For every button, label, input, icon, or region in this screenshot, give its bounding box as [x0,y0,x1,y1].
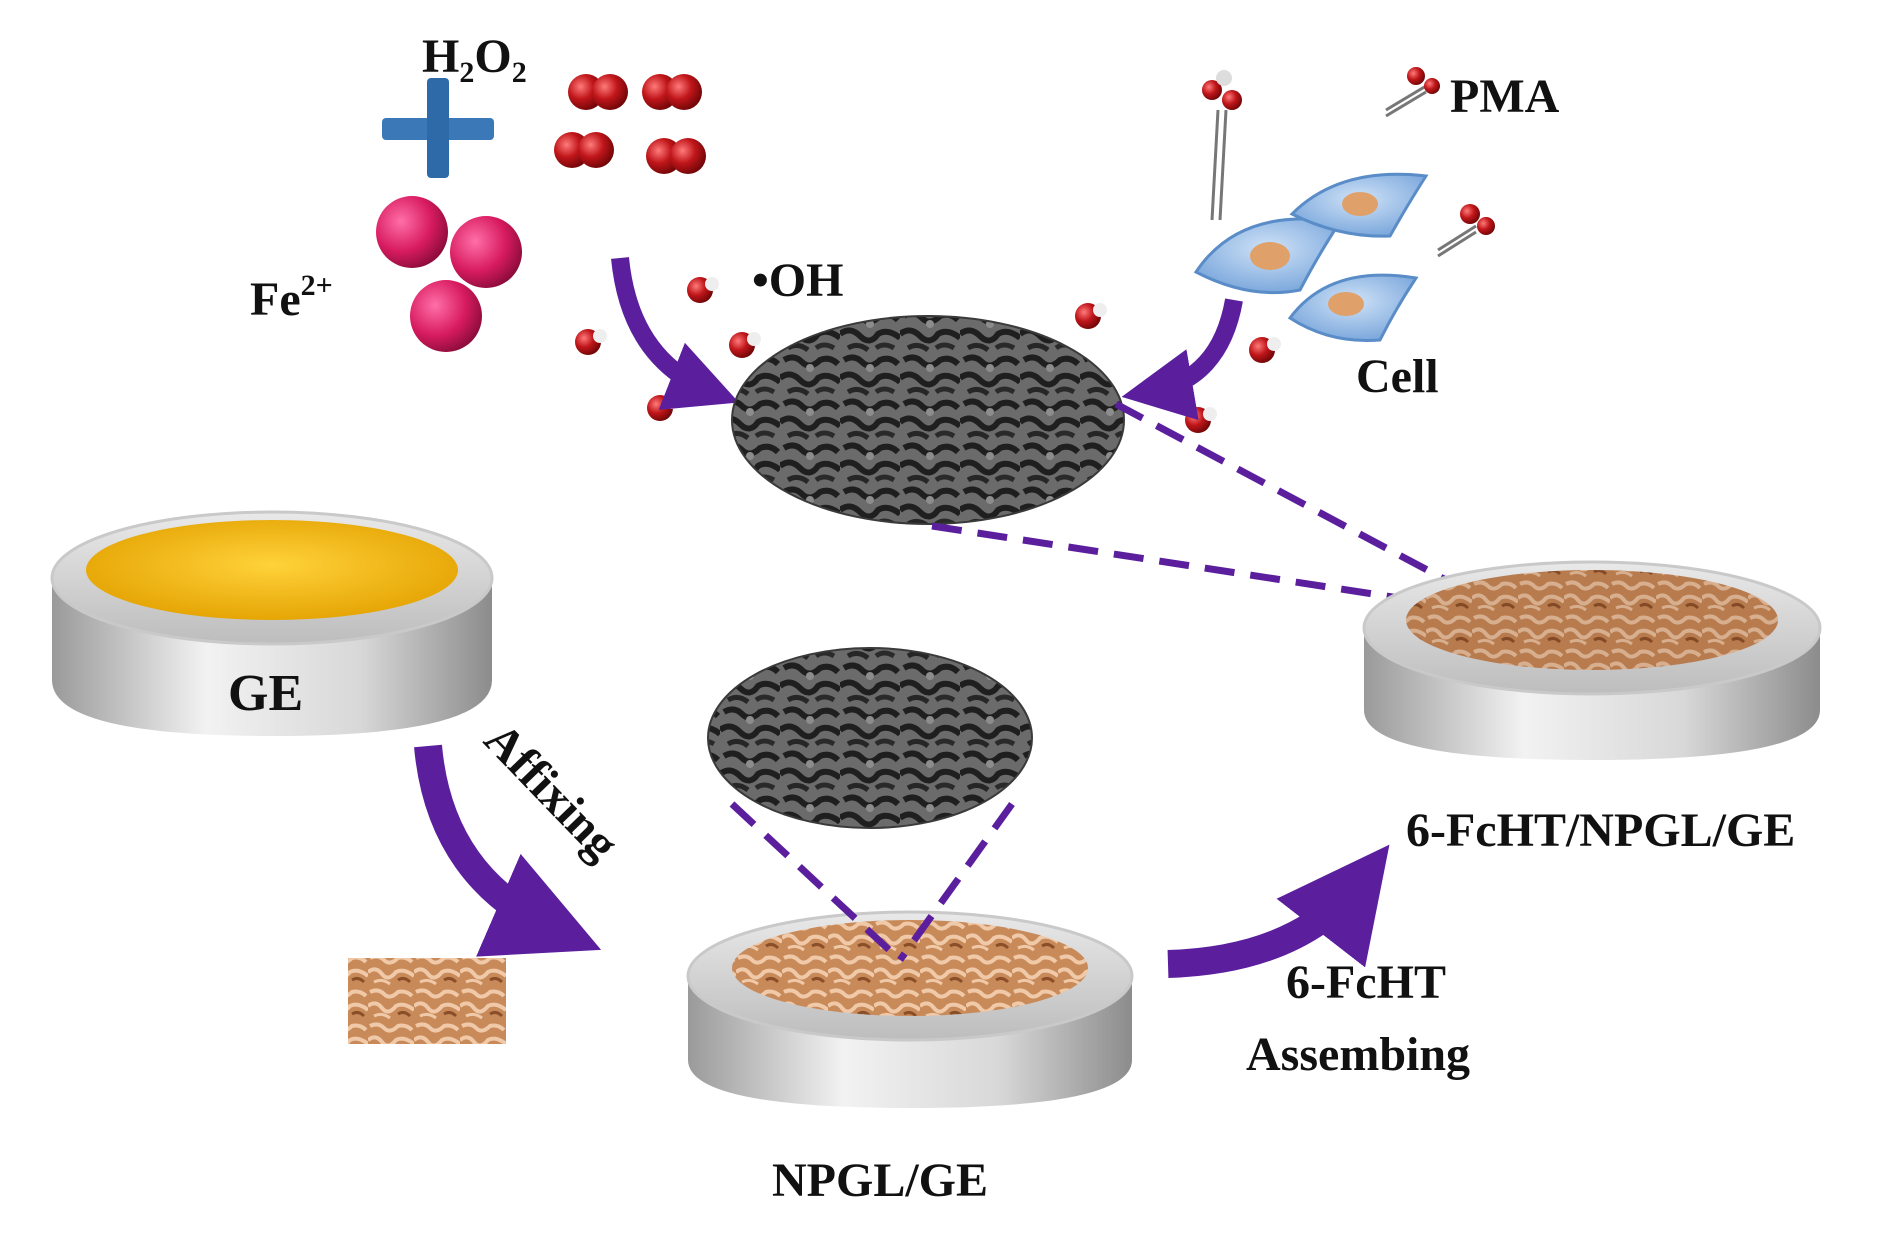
arrow-fcht-assembling [1167,844,1390,978]
npgl-ge-electrode [686,910,1134,1108]
npgl-ge-label: NPGL/GE [772,1154,988,1207]
pma-label: PMA [1450,70,1560,123]
oh-label: •OH [752,254,843,307]
fe-label: Fe2+ [250,269,333,326]
arrow-cells-to-surface [1121,298,1243,421]
arrow-affixing [414,744,602,957]
pma-molecules [1202,67,1495,258]
h2o2-molecules [554,74,706,174]
h2o2-label: H2O2 [422,30,527,89]
fcht-npgl-ge-label: 6-FcHT/NPGL/GE [1406,804,1795,857]
porous-gold-leaf [348,958,506,1044]
sem-image-bottom [707,647,1033,829]
affixing-label: Affixing [474,713,629,871]
sem-image-top [731,315,1125,525]
fcht-npgl-ge-electrode [1362,560,1822,760]
cells [1193,172,1429,342]
ge-electrode [50,510,494,736]
cell-label: Cell [1356,350,1439,403]
zoom-lines-bottom [729,801,1015,963]
fcht-assembling-line1: 6-FcHT [1286,956,1446,1009]
ge-label: GE [228,665,303,722]
arrow-h2o2-to-surface [611,257,739,410]
fe-ions [376,196,522,352]
fcht-assembling-line2: Assembing [1246,1028,1470,1081]
cross-plus-symbol [382,78,494,178]
